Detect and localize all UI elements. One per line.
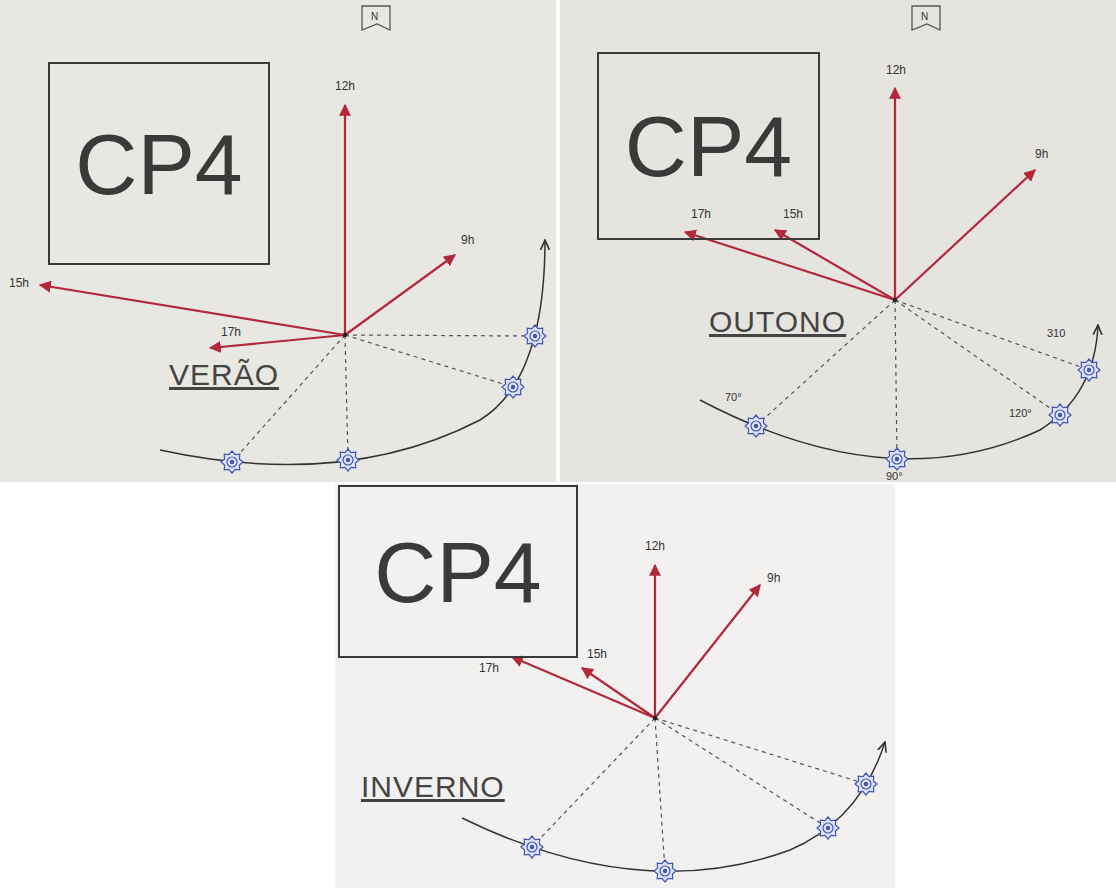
north-symbol <box>362 6 390 30</box>
hour-label: 15h <box>586 648 608 660</box>
building-name: CP4 <box>75 121 242 207</box>
hour-label: 17h <box>478 662 500 674</box>
season-label: INVERNO <box>360 770 506 805</box>
north-label: N <box>370 12 379 22</box>
hour-label: 17h <box>690 208 712 220</box>
hour-label: 9h <box>1034 148 1049 160</box>
hour-label: 17h <box>220 326 242 338</box>
north-symbol <box>912 6 940 30</box>
season-label: OUTONO <box>708 305 847 340</box>
hour-label: 12h <box>885 64 907 76</box>
panel-ground <box>0 0 556 482</box>
panel-ground <box>560 0 1116 482</box>
angle-label: 70° <box>724 392 743 403</box>
angle-label: 90° <box>885 471 904 482</box>
summer-sun-path <box>40 105 546 473</box>
building-box: CP4 <box>48 62 270 265</box>
building-box: CP4 <box>338 485 578 658</box>
angle-label: 310 <box>1046 328 1066 339</box>
north-label: N <box>920 12 929 22</box>
building-name: CP4 <box>374 529 541 615</box>
hour-label: 12h <box>644 540 666 552</box>
hour-label: 15h <box>8 277 30 289</box>
hour-label: 9h <box>460 234 475 246</box>
hour-label: 12h <box>334 80 356 92</box>
angle-label: 120° <box>1008 408 1033 419</box>
panel-ground <box>335 484 895 888</box>
hour-label: 15h <box>782 208 804 220</box>
building-name: CP4 <box>625 103 792 189</box>
hour-label: 9h <box>766 572 781 584</box>
season-label: VERÃO <box>168 358 280 393</box>
